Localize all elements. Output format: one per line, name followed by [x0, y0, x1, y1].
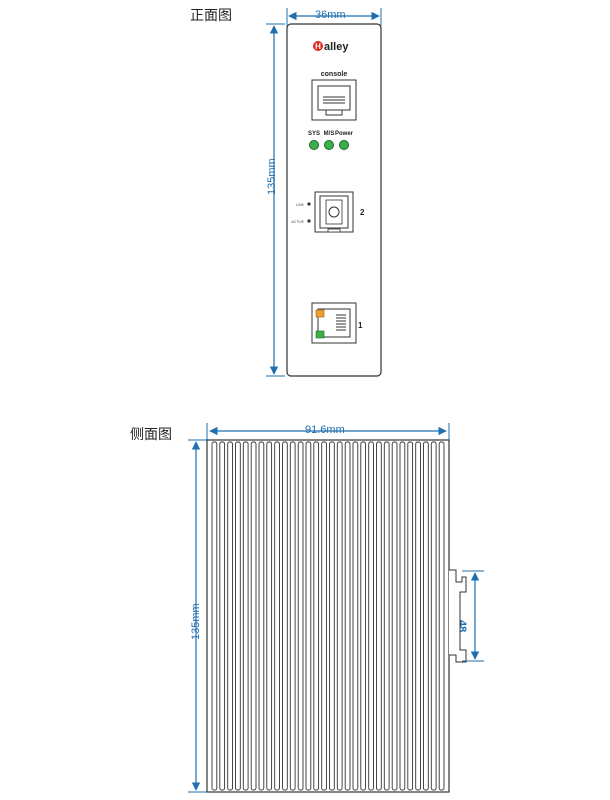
heat-fin — [352, 441, 359, 791]
heat-fin — [423, 441, 429, 791]
led-sys-label: SYS — [308, 131, 320, 137]
heat-fin — [415, 441, 421, 791]
console-label: console — [321, 71, 348, 78]
heat-fin — [438, 441, 445, 791]
front-view-title: 正面图 — [190, 8, 232, 24]
heat-fin — [266, 441, 273, 791]
brand-logo: H alley — [313, 41, 349, 53]
din-rail-clip — [449, 569, 467, 663]
svg-text:H: H — [315, 42, 321, 51]
heat-fin — [399, 441, 406, 791]
heat-fin — [407, 441, 414, 791]
heat-fin — [360, 441, 367, 791]
active-led-label: ACTIVE — [291, 220, 304, 224]
heat-fin — [235, 441, 241, 791]
heat-fin — [376, 441, 382, 791]
heat-fin — [368, 441, 374, 791]
link-led — [307, 202, 311, 206]
led-ms — [324, 140, 334, 150]
heat-fin — [274, 441, 280, 791]
heat-fin — [391, 441, 398, 791]
led-ms-label: M/S — [324, 131, 335, 137]
led-sys — [309, 140, 319, 150]
heat-fin — [329, 441, 335, 791]
heat-fin — [344, 441, 351, 791]
heat-fin — [313, 441, 320, 791]
heat-fin — [289, 441, 296, 791]
led-power-label: Power — [335, 131, 354, 137]
heat-fin — [258, 441, 265, 791]
side-view-title: 侧面图 — [130, 427, 172, 443]
heat-fin — [321, 441, 327, 791]
port-1-label: 1 — [358, 321, 363, 330]
heat-fin — [211, 441, 218, 791]
heat-fin — [297, 441, 304, 791]
heat-fin — [282, 441, 288, 791]
heat-fin — [430, 441, 437, 791]
heat-fin — [305, 441, 312, 791]
heat-fin — [227, 441, 233, 791]
console-port — [311, 79, 357, 121]
heat-fin — [219, 441, 226, 791]
heat-fin — [383, 441, 390, 791]
heat-fin — [336, 441, 343, 791]
svg-text:alley: alley — [324, 41, 349, 53]
link-led-label: LINK — [296, 203, 304, 207]
rj45-port — [311, 302, 357, 344]
heat-fin — [242, 441, 249, 791]
fiber-port — [314, 191, 354, 233]
port-2-label: 2 — [360, 208, 365, 217]
led-power — [339, 140, 349, 150]
heat-sink-fins — [211, 441, 445, 791]
active-led — [307, 219, 311, 223]
heat-fin — [250, 441, 257, 791]
